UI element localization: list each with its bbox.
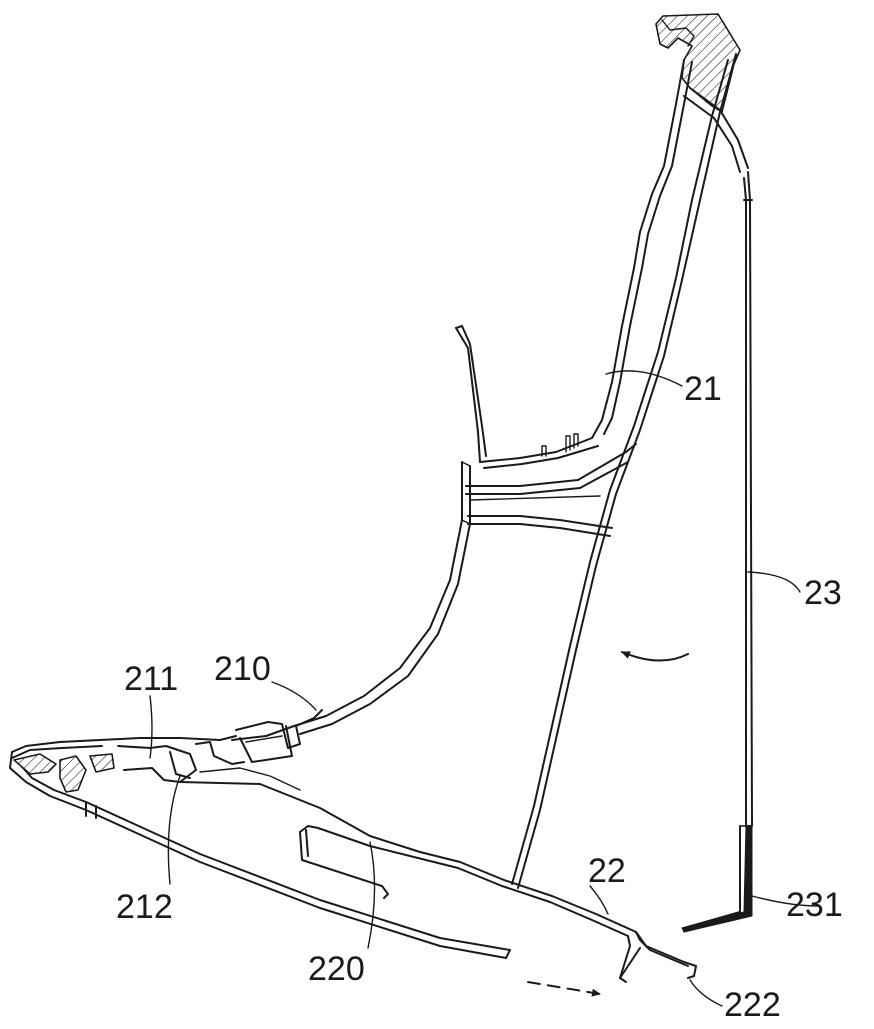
slide-arrow [528,982,600,994]
label-212: 212 [116,888,173,926]
label-23: 23 [804,574,842,612]
reference-labels: 21 23 210 211 212 22 220 231 222 [116,370,843,1024]
upright-body-21 [232,14,748,888]
motion-arrows [528,652,688,994]
label-220: 220 [308,950,365,988]
label-211: 211 [124,660,178,698]
label-21: 21 [684,370,722,408]
label-22: 22 [588,852,626,890]
rotation-arrow [622,652,688,661]
label-231: 231 [786,886,843,924]
label-210: 210 [214,650,271,688]
plate-23 [682,172,752,932]
label-222: 222 [724,986,781,1024]
leader-lines [150,371,818,1006]
